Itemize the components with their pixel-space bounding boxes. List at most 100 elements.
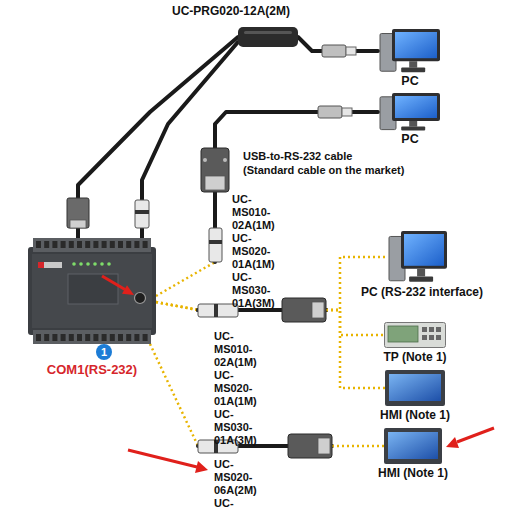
signal-link bbox=[332, 445, 384, 448]
cable-connector bbox=[156, 302, 385, 388]
usb-plug bbox=[322, 45, 346, 57]
drawing-part bbox=[77, 241, 82, 248]
callout-number: 1 bbox=[96, 344, 112, 360]
drawing-part bbox=[77, 334, 82, 341]
drawing-part bbox=[100, 262, 104, 266]
drawing-part bbox=[404, 234, 444, 266]
hmi-panel: HMI (Note 1) bbox=[385, 370, 445, 406]
signal-link bbox=[156, 262, 215, 296]
device-label: PC bbox=[401, 132, 418, 147]
drawing-part bbox=[409, 276, 433, 281]
cable-part-number: UC-PRG020-12A(2M) bbox=[172, 5, 290, 18]
screw bbox=[203, 158, 207, 162]
drawing-part bbox=[417, 269, 425, 277]
drawing-part bbox=[429, 327, 434, 332]
hmi-icon bbox=[385, 370, 445, 406]
signal-link bbox=[156, 302, 198, 310]
pc-icon bbox=[378, 28, 442, 74]
usb-tip bbox=[342, 108, 352, 116]
drawing-part bbox=[33, 330, 151, 344]
converter-box bbox=[238, 27, 298, 47]
signal-link bbox=[156, 302, 198, 310]
drawing-part bbox=[110, 334, 115, 341]
plug-band bbox=[135, 210, 149, 214]
db9-shell bbox=[205, 176, 225, 190]
pc-icon bbox=[387, 230, 449, 284]
drawing-part bbox=[436, 327, 441, 332]
db9-shell bbox=[70, 220, 86, 228]
drawing-part bbox=[61, 241, 66, 248]
drawing-part bbox=[38, 262, 44, 268]
drawing-part bbox=[429, 335, 434, 340]
drawing-part bbox=[93, 262, 97, 266]
signal-link bbox=[326, 310, 385, 388]
db9-plug bbox=[67, 198, 89, 228]
plc-unit: COM1(RS-232) bbox=[28, 238, 156, 344]
drawing-part bbox=[126, 241, 131, 248]
db9-plug bbox=[282, 298, 326, 322]
drawing-part bbox=[52, 334, 57, 341]
drawing-part bbox=[134, 334, 139, 341]
drawing-part bbox=[52, 241, 57, 248]
drawing-part bbox=[68, 274, 118, 304]
drawing-part bbox=[110, 241, 115, 248]
db9-plug bbox=[288, 434, 332, 458]
drawing-part bbox=[72, 262, 76, 266]
usb-plug bbox=[318, 106, 342, 118]
drawing-part bbox=[102, 334, 107, 341]
device-label: PC (RS-232 interface) bbox=[361, 285, 483, 300]
drawing-part bbox=[118, 241, 123, 248]
cable-line bbox=[78, 37, 378, 238]
drawing-part bbox=[61, 334, 66, 341]
pc-device: PC (RS-232 interface) bbox=[387, 230, 449, 284]
cable-part-number: UC-MS010-02A(1M) UC-MS020-01A(1M) UC-MS0… bbox=[232, 193, 275, 310]
cable-part-number: UC-MS020-06A(2M) UC-MS030-06A(3M) bbox=[214, 458, 257, 510]
cable-line bbox=[142, 42, 238, 238]
drawing-part bbox=[69, 241, 74, 248]
drawing-part bbox=[395, 96, 437, 118]
drawing-part bbox=[409, 121, 417, 127]
drawing-part bbox=[126, 334, 131, 341]
db9-shell bbox=[312, 302, 324, 318]
pointer-arrowhead bbox=[446, 437, 459, 448]
db9-plug bbox=[201, 148, 229, 192]
mini-din-plug bbox=[135, 200, 149, 228]
drawing-part bbox=[401, 68, 425, 73]
drawing-part bbox=[385, 323, 446, 348]
drawing-part bbox=[93, 334, 98, 341]
drawing-part bbox=[102, 241, 107, 248]
tp-icon bbox=[384, 322, 446, 348]
plug-band bbox=[209, 240, 222, 244]
drawing-part bbox=[36, 241, 41, 248]
drawing-part bbox=[107, 262, 111, 266]
mini-din-plug bbox=[209, 228, 222, 262]
drawing-part bbox=[143, 241, 148, 248]
drawing-part bbox=[389, 374, 441, 401]
drawing-part bbox=[69, 334, 74, 341]
pointer-arrow bbox=[457, 428, 494, 442]
drawing-part bbox=[392, 29, 440, 61]
screw bbox=[223, 158, 227, 162]
drawing-part bbox=[401, 126, 425, 130]
drawing-part bbox=[33, 238, 151, 252]
drawing-part bbox=[79, 262, 83, 266]
pc-device: PC bbox=[378, 92, 442, 132]
device-label: PC bbox=[401, 74, 418, 89]
drawing-part bbox=[85, 241, 90, 248]
cable-note: USB-to-RS-232 cable bbox=[243, 150, 352, 163]
drawing-part bbox=[44, 334, 49, 341]
cable-connector bbox=[150, 344, 384, 446]
converter-highlight bbox=[244, 31, 292, 34]
pc-icon bbox=[378, 92, 442, 132]
text-panel: TP (Note 1) bbox=[384, 322, 446, 348]
drawing-part bbox=[135, 293, 146, 304]
drawing-part bbox=[38, 262, 62, 268]
signal-link bbox=[156, 302, 198, 310]
db9-shell bbox=[318, 438, 330, 454]
drawing-part bbox=[28, 247, 156, 335]
signal-link bbox=[326, 310, 384, 335]
drawing-part bbox=[102, 276, 125, 290]
cable-part-number: UC-MS010-02A(1M) UC-MS020-01A(1M) UC-MS0… bbox=[214, 330, 257, 447]
device-label: COM1(RS-232) bbox=[47, 362, 137, 377]
drawing-part bbox=[388, 326, 418, 342]
